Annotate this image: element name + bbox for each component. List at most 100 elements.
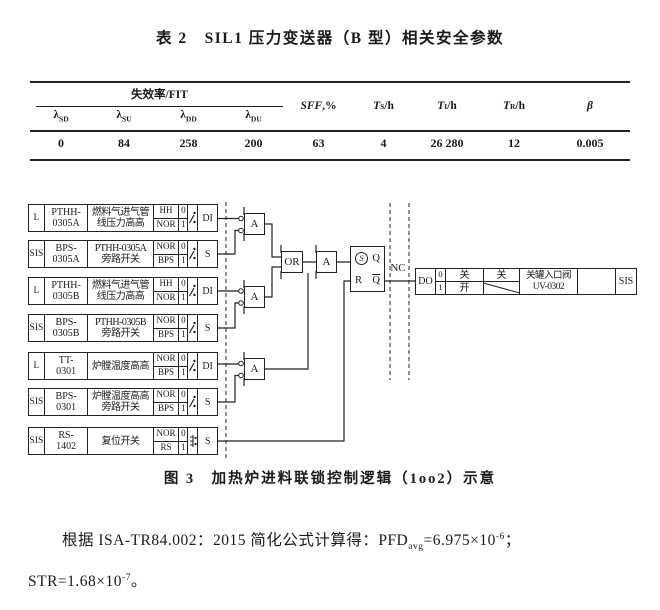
row-switch-cell [188,241,199,267]
row-signal-cell: S [204,248,211,260]
row-tag-cell: BPS-0305B [45,315,89,341]
or-gate: OR [281,251,303,273]
table-cell: 26 280 [430,136,464,150]
table-values-row: 0 84 258 200 63 4 26 280 12 0.005 [30,136,630,151]
gate-label: A [250,291,259,303]
row-source-cell: SIS [29,428,45,454]
empty-cell [578,269,616,294]
and-gate-2: A [244,286,265,308]
row-switch-cell [188,205,199,231]
column-header: λSD [53,109,69,124]
reset-input: R [355,274,363,286]
gate-label: A [322,256,331,268]
row-source-cell: L [29,205,45,231]
diagonal-line [484,282,519,294]
sis-cell: SIS [618,276,634,287]
row-tag-cell: PTHH-0305A [45,205,89,231]
do-cell: DO [416,269,436,294]
table-cell: 63 [312,136,325,150]
q-output: Q [372,252,380,264]
set-input: S [355,251,368,265]
output-state-cell: 关开 [446,269,484,294]
row-signal-cell: DI [202,360,213,372]
body-paragraph: 根据 ISA-TR84.002：2015 简化公式计算得：PFDavg=6.97… [28,528,638,591]
figure-caption: 图 3 加热炉进料联锁控制逻辑（1oo2）示意 [163,471,497,487]
column-header: λSU [116,109,132,124]
toggle-switch-icon [188,321,196,334]
table-cell: 4 [380,136,387,150]
row-signal-cell: S [204,322,211,334]
inverter-circles [238,215,244,379]
row-switch-cell [188,315,199,341]
table-cell: 84 [118,136,130,150]
row-signal-cell: S [204,435,211,447]
row-description-cell: 炉膛温度高高 [88,353,154,379]
column-header: β [587,100,593,112]
row-tag-cell: TT-0301 [45,353,89,379]
nc-wire-label: NC [390,262,406,274]
column-header: λDU [245,109,262,124]
table-cell: 200 [244,136,263,150]
toggle-switch-icon [188,211,196,224]
and-gate-1: A [244,213,265,235]
table-header-divider [30,130,630,132]
row-tag-cell: RS-1402 [45,428,89,454]
gate-label: A [250,363,259,375]
toggle-switch-icon [188,284,196,297]
table-cell: 0.005 [576,136,604,150]
row-source-cell: SIS [29,241,45,267]
output-action-cell: 关 [484,269,520,294]
table-cell: 0 [58,136,64,150]
column-header: SFF,% [300,100,337,112]
row-source-cell: SIS [29,389,45,415]
row-source-cell: L [29,278,45,304]
table-group-header: 失效率/FIT [131,89,188,101]
signal-wires [218,217,415,442]
boundary-dashed-lines [225,202,410,458]
flipflop-reset-row: R Q [351,269,384,291]
column-header: λDD [180,109,197,124]
row-description-cell: 燃料气进气管线压力高高 [88,205,154,231]
row-signal-cell: DI [202,285,213,297]
and-gate-3: A [244,358,265,380]
toggle-switch-icon [188,247,196,260]
toggle-switch-icon [188,359,196,372]
row-switch-cell [188,428,199,454]
lambda-header-row: λSD λSU λDD λDU [30,109,286,123]
row-tag-cell: BPS-0305A [45,241,89,267]
paragraph-line-2: STR=1.68×10-7。 [28,572,147,591]
and-gate-4: A [316,251,337,273]
action-diagonal-cell [484,281,519,294]
row-source-cell: L [29,353,45,379]
q-bar-output: Q [372,274,380,286]
row-signal-cell: DI [202,212,213,224]
sr-flipflop: S Q R Q [350,246,385,292]
row-tag-cell: BPS-0301 [45,389,89,415]
row-switch-cell [188,278,199,304]
row-tag-cell: PTHH-0305B [45,278,89,304]
